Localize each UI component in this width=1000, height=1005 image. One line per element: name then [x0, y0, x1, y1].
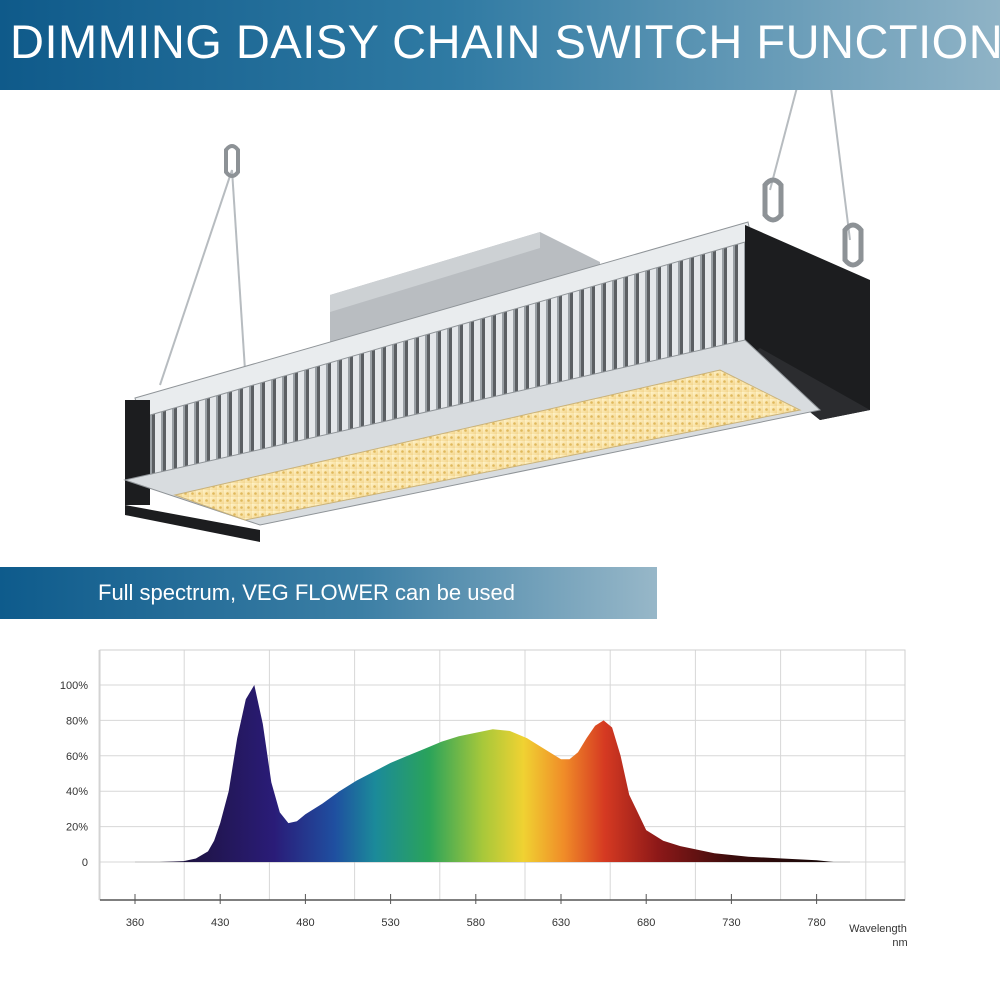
- x-tick-label: 480: [296, 917, 314, 929]
- x-axis-unit: nm: [892, 937, 907, 949]
- x-tick-label: 780: [807, 917, 825, 929]
- x-tick-label: 430: [211, 917, 229, 929]
- y-tick-label: 20%: [66, 822, 88, 834]
- hanging-wire: [819, 0, 851, 241]
- subtitle-banner: Full spectrum, VEG FLOWER can be used: [0, 567, 657, 619]
- hanging-wire: [231, 169, 246, 371]
- page-title: DIMMING DAISY CHAIN SWITCH FUNCTION: [10, 15, 1000, 68]
- y-tick-label: 40%: [66, 786, 88, 798]
- y-tick-label: 100%: [60, 680, 88, 692]
- subtitle-text: Full spectrum, VEG FLOWER can be used: [98, 580, 515, 605]
- y-tick-label: 80%: [66, 715, 88, 727]
- hook-icon: [762, 177, 784, 223]
- x-tick-label: 630: [552, 917, 570, 929]
- product-image: [0, 0, 1000, 560]
- heat-sink-fins: [150, 240, 745, 475]
- driver-box: [330, 232, 600, 345]
- hanging-wire: [159, 169, 233, 386]
- x-tick-label: 530: [381, 917, 399, 929]
- x-tick-label: 680: [637, 917, 655, 929]
- hook-icon: [842, 222, 864, 268]
- x-tick-label: 580: [467, 917, 485, 929]
- spectrum-area: [159, 685, 834, 862]
- spectrum-chart: 100% 80% 60% 40% 20% 0 360 430 480 530 580 630 680 73…: [0, 630, 1000, 1000]
- hook-icon: [224, 144, 240, 178]
- spectrum-chart-svg: 100% 80% 60% 40% 20% 0 360 430 480 530 580 630 680 73…: [60, 649, 908, 949]
- y-tick-label: 60%: [66, 751, 88, 763]
- end-cap: [125, 400, 150, 505]
- grow-light-bar-image: [123, 0, 870, 542]
- title-banner: DIMMING DAISY CHAIN SWITCH FUNCTION: [0, 0, 1000, 90]
- x-axis-label: Wavelength: [849, 923, 907, 935]
- x-tick-label: 360: [126, 917, 144, 929]
- hanging-wire: [769, 0, 821, 191]
- led-panel: [173, 369, 802, 521]
- x-tick-label: 730: [722, 917, 740, 929]
- y-tick-label: 0: [82, 857, 88, 869]
